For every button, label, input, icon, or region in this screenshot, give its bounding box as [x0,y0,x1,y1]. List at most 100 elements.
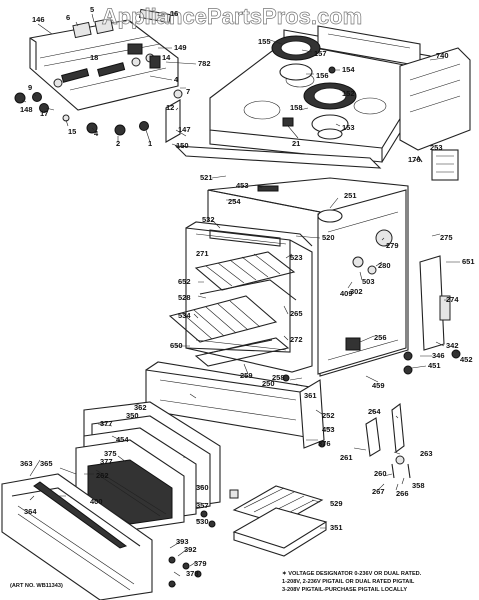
part-label-361: 361 [304,391,317,400]
part-label-152: 152 [342,89,355,98]
part-label-302: 302 [350,287,363,296]
part-label-18: 18 [90,53,98,62]
part-label-651: 651 [462,257,475,266]
oven-liner [185,221,313,373]
part-label-154: 154 [342,65,355,74]
part-label-271: 271 [196,249,209,258]
part-label-12: 12 [166,103,174,112]
part-label-5: 5 [90,5,94,14]
part-label-147: 147 [178,125,191,134]
voltage-note-line-3: 3-208V PIGTAIL-PURCHASE PIGTAIL LOCALLY [282,587,407,593]
part-label-251: 251 [344,191,357,200]
part-label-157: 157 [314,49,327,58]
part-label-377: 377 [100,457,113,466]
switch-block [72,8,172,69]
part-label-14: 14 [162,53,171,62]
part-label-265: 265 [290,309,303,318]
part-label-534: 534 [178,311,191,320]
part-label-259: 259 [240,371,253,380]
main-top-frame [174,145,382,169]
part-label-350: 350 [126,411,139,420]
part-label-393: 393 [176,537,189,546]
part-label-503: 503 [362,277,375,286]
part-label-529: 529 [330,499,343,508]
watermark: AppliancePartsPros.com [102,4,362,29]
part-label-378: 378 [186,569,199,578]
part-label-279: 279 [386,241,399,250]
broil-element [209,229,281,247]
part-label-362: 362 [134,403,147,412]
part-label-266: 266 [396,489,409,498]
part-label-454: 454 [116,435,129,444]
part-label-365: 365 [40,459,53,468]
part-label-155: 155 [258,37,271,46]
part-label-150: 150 [176,141,189,150]
part-label-379: 379 [194,559,207,568]
oven-body [207,177,409,377]
outer-door [1,473,153,600]
part-label-263: 263 [420,449,433,458]
part-label-6: 6 [66,13,70,22]
part-label-523: 523 [290,253,303,262]
part-label-264: 264 [368,407,381,416]
part-label-375: 375 [104,449,117,458]
side-panel [399,47,471,181]
part-label-520: 520 [322,233,335,242]
part-label-782: 782 [198,59,211,68]
broiler-pan [232,485,328,557]
part-label-7: 7 [186,87,190,96]
part-label-451: 451 [428,361,441,370]
part-label-360: 360 [196,483,209,492]
wiring-hardware [282,255,461,448]
part-label-260: 260 [374,469,387,478]
part-label-258: 258 [272,373,285,382]
part-label-1: 1 [148,139,152,148]
part-label-250: 250 [262,379,275,388]
part-label-650: 650 [170,341,183,350]
part-label-158: 158 [290,103,303,112]
bake-element [194,337,290,367]
part-label-21: 21 [292,139,300,148]
small-parts [168,489,239,588]
part-label-400: 400 [90,497,103,506]
oven-racks [168,251,297,343]
part-label-17: 17 [40,109,48,118]
drawer-slides [299,379,325,449]
part-label-357: 357 [196,501,209,510]
part-label-652: 652 [178,277,191,286]
part-label-740: 740 [436,51,449,60]
part-label-521: 521 [200,173,213,182]
part-label-148: 148 [20,105,33,114]
part-label-453: 453 [236,181,249,190]
part-label-256: 256 [374,333,387,342]
end-cap [165,99,181,143]
part-label-261: 261 [340,453,353,462]
part-label-280: 280 [378,261,391,270]
part-label-376: 376 [318,439,331,448]
part-label-351: 351 [330,523,343,532]
part-label-392: 392 [184,545,197,554]
part-label-254: 254 [228,197,241,206]
leader-lines [21,13,460,587]
voltage-note-line-2: 1-208V, 2-236V PIGTAIL OR DUAL RATED PIG… [282,579,415,585]
part-label-453: 453 [322,425,335,434]
part-label-346: 346 [432,351,445,360]
part-label-2: 2 [116,139,120,148]
part-label-9: 9 [28,83,32,92]
part-label-275: 275 [440,233,453,242]
part-label-459: 459 [372,381,385,390]
part-label-363: 363 [20,459,33,468]
part-label-176: 176 [408,155,421,164]
knobs [14,89,183,136]
part-label-364: 364 [24,507,37,516]
part-label-146: 146 [32,15,45,24]
part-label-149: 149 [174,43,187,52]
part-label-342: 342 [446,341,459,350]
surface-units [271,35,357,140]
part-label-409: 409 [340,289,353,298]
part-label-4: 4 [174,75,179,84]
part-label-16: 16 [170,9,178,18]
part-label-532: 532 [202,215,215,224]
part-label-272: 272 [290,335,303,344]
